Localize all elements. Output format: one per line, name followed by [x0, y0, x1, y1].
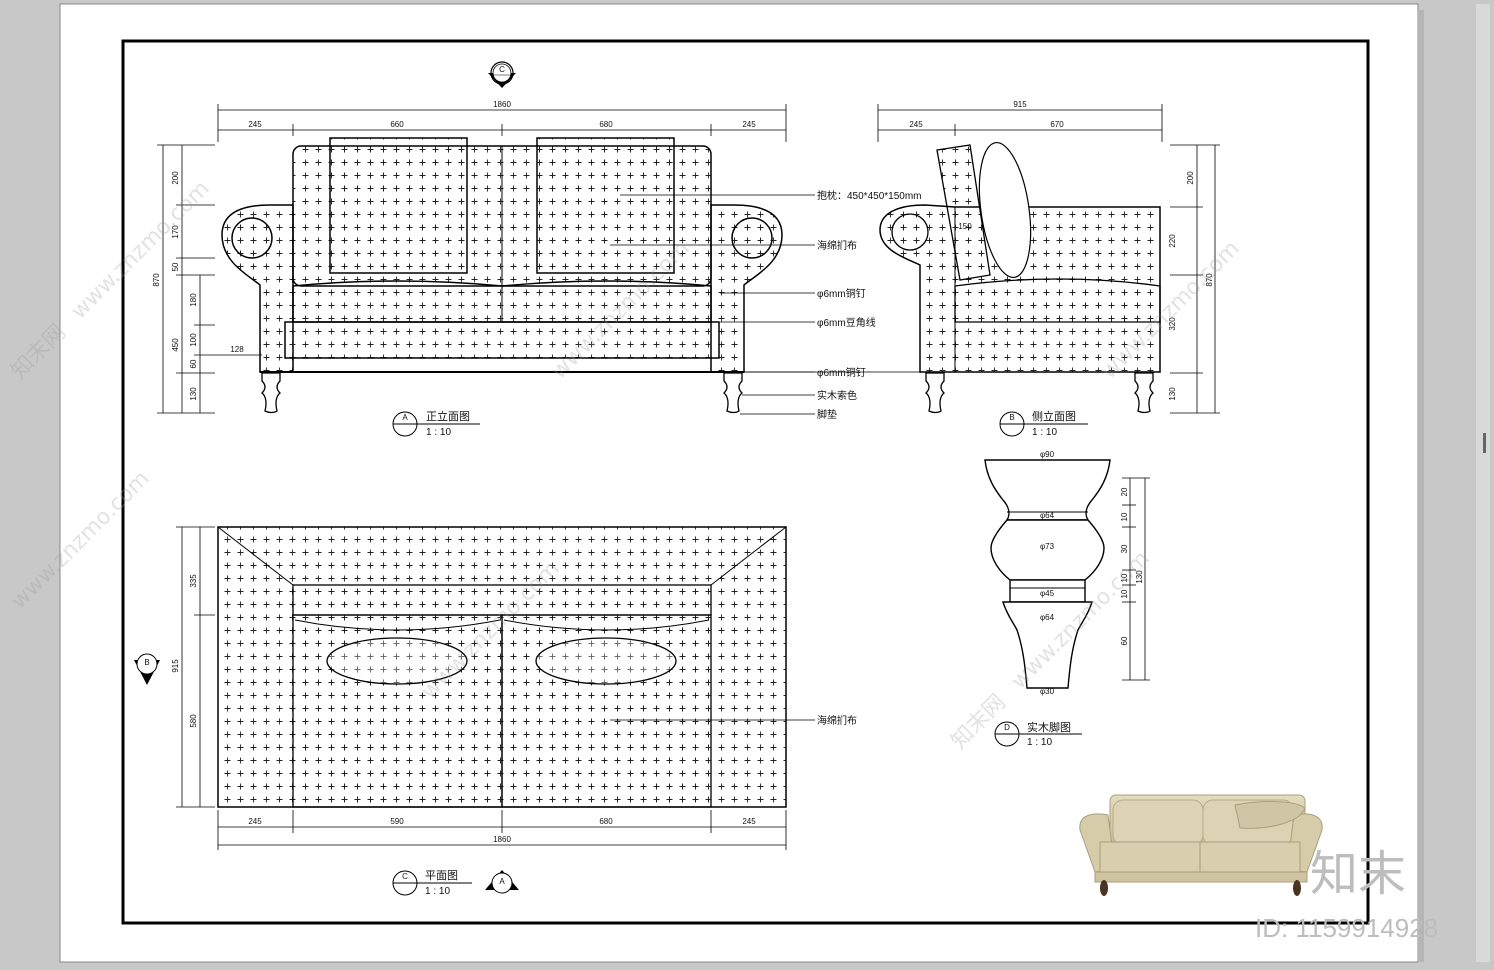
scrollbar[interactable]	[1476, 4, 1490, 962]
front-dim-seat-right: 680	[599, 120, 613, 129]
svg-text:C: C	[499, 65, 505, 74]
side-scale: 1 : 10	[1032, 427, 1057, 438]
front-title-block: A 正立面图 1 : 10	[392, 409, 480, 438]
leg-dia-64b: φ64	[1040, 613, 1055, 622]
front-dim-180: 180	[189, 293, 198, 307]
plan-title: 平面图	[425, 869, 458, 882]
sheet-border	[121, 39, 1370, 925]
leg-dia-30: φ30	[1040, 687, 1055, 696]
leg-scale: 1 : 10	[1027, 737, 1052, 748]
side-title-block: B 侧立面图 1 : 10	[999, 409, 1088, 438]
leg-title-block: D 实木脚图 1 : 10	[994, 720, 1082, 748]
plan-dim-seat-left: 590	[390, 817, 404, 826]
side-dim-870: 870	[1205, 273, 1214, 287]
side-dim-depth: 670	[1050, 120, 1064, 129]
plan-dim-arm-right: 245	[742, 817, 756, 826]
leg-dim-10a: 10	[1120, 512, 1129, 521]
front-dim-100: 100	[189, 333, 198, 347]
plan-view: 海绵扪布 245 590 680 245 1860 335 915 580 B	[134, 526, 857, 897]
section-marker-c: C	[488, 61, 516, 88]
callout-pillow: 抱枕：450*450*150mm	[817, 189, 922, 202]
leg-dia-90: φ90	[1040, 450, 1055, 459]
section-marker-b: B	[134, 653, 160, 685]
callout-sponge-plan: 海绵扪布	[817, 714, 857, 727]
section-marker-a: A	[485, 870, 519, 894]
svg-text:A: A	[499, 877, 505, 886]
front-dim-60: 60	[189, 359, 198, 368]
front-dim-128: 128	[230, 345, 244, 354]
plan-dim-total: 1860	[493, 835, 511, 844]
watermark-logo: 知末	[1310, 848, 1406, 901]
leg-detail: φ90 φ64 φ73 φ45 φ64 φ30 20 10 30 10 130 …	[984, 450, 1150, 748]
front-scale: 1 : 10	[426, 427, 451, 438]
svg-text:A: A	[402, 413, 408, 422]
leg-dim-60: 60	[1120, 636, 1129, 645]
leg-dim-30: 30	[1120, 544, 1129, 553]
front-dim-50: 50	[171, 262, 180, 271]
side-dim-130: 130	[1168, 387, 1177, 401]
side-dim-arm: 245	[909, 120, 923, 129]
plan-title-block: C 平面图 1 : 10	[392, 869, 472, 897]
svg-text:B: B	[1009, 413, 1014, 422]
side-dim-total: 915	[1013, 100, 1027, 109]
sofa-preview-image	[1079, 794, 1323, 896]
front-dim-170: 170	[171, 225, 180, 239]
front-dim-seat-left: 660	[390, 120, 404, 129]
side-dim-320: 320	[1168, 317, 1177, 331]
front-title: 正立面图	[426, 409, 470, 423]
leg-title: 实木脚图	[1027, 720, 1071, 734]
front-dim-arm-left: 245	[248, 120, 262, 129]
front-dim-450: 450	[171, 338, 180, 352]
callout-wood: 实木索色	[817, 389, 857, 402]
leg-dia-45: φ45	[1040, 589, 1055, 598]
leg-dim-20: 20	[1120, 487, 1129, 496]
callout-piping: φ6mm豆角线	[817, 316, 876, 329]
plan-scale: 1 : 10	[425, 886, 450, 897]
plan-dim-arm-left: 245	[248, 817, 262, 826]
front-elevation: 1860 245 660 680 245 200 170 50 870 180 …	[152, 61, 787, 438]
side-elevation: 150 915 245 670 200 220 870 320 130	[877, 100, 1220, 438]
leg-dia-73: φ73	[1040, 542, 1055, 551]
side-dim-200: 200	[1186, 171, 1195, 185]
svg-text:B: B	[144, 658, 149, 667]
front-dim-arm-right: 245	[742, 120, 756, 129]
plan-dim-580: 580	[189, 714, 198, 728]
leg-dim-130: 130	[1135, 570, 1144, 584]
watermark-id: ID: 1159914928	[1255, 913, 1438, 943]
front-dim-130: 130	[189, 387, 198, 401]
plan-dim-seat-right: 680	[599, 817, 613, 826]
callout-sponge: 海绵扪布	[817, 239, 857, 252]
svg-text:C: C	[402, 872, 408, 881]
callout-nail-1: φ6mm铜钉	[817, 288, 866, 300]
leg-dim-10b: 10	[1120, 573, 1129, 582]
leg-dim-10c: 10	[1120, 589, 1129, 598]
front-dim-200: 200	[171, 171, 180, 185]
plan-dim-335: 335	[189, 574, 198, 588]
front-dim-total: 1860	[493, 100, 511, 109]
side-dim-pillow: 150	[958, 222, 972, 231]
plan-dim-915: 915	[171, 659, 180, 673]
side-title: 侧立面图	[1032, 409, 1076, 423]
leg-dia-64a: φ64	[1040, 511, 1055, 520]
callout-pad: 脚垫	[817, 408, 837, 421]
front-dim-870: 870	[152, 273, 161, 287]
callout-nail-2: φ6mm铜钉	[817, 367, 866, 379]
side-dim-220: 220	[1168, 234, 1177, 248]
scrollbar-thumb[interactable]	[1483, 433, 1486, 453]
svg-text:D: D	[1004, 723, 1010, 732]
